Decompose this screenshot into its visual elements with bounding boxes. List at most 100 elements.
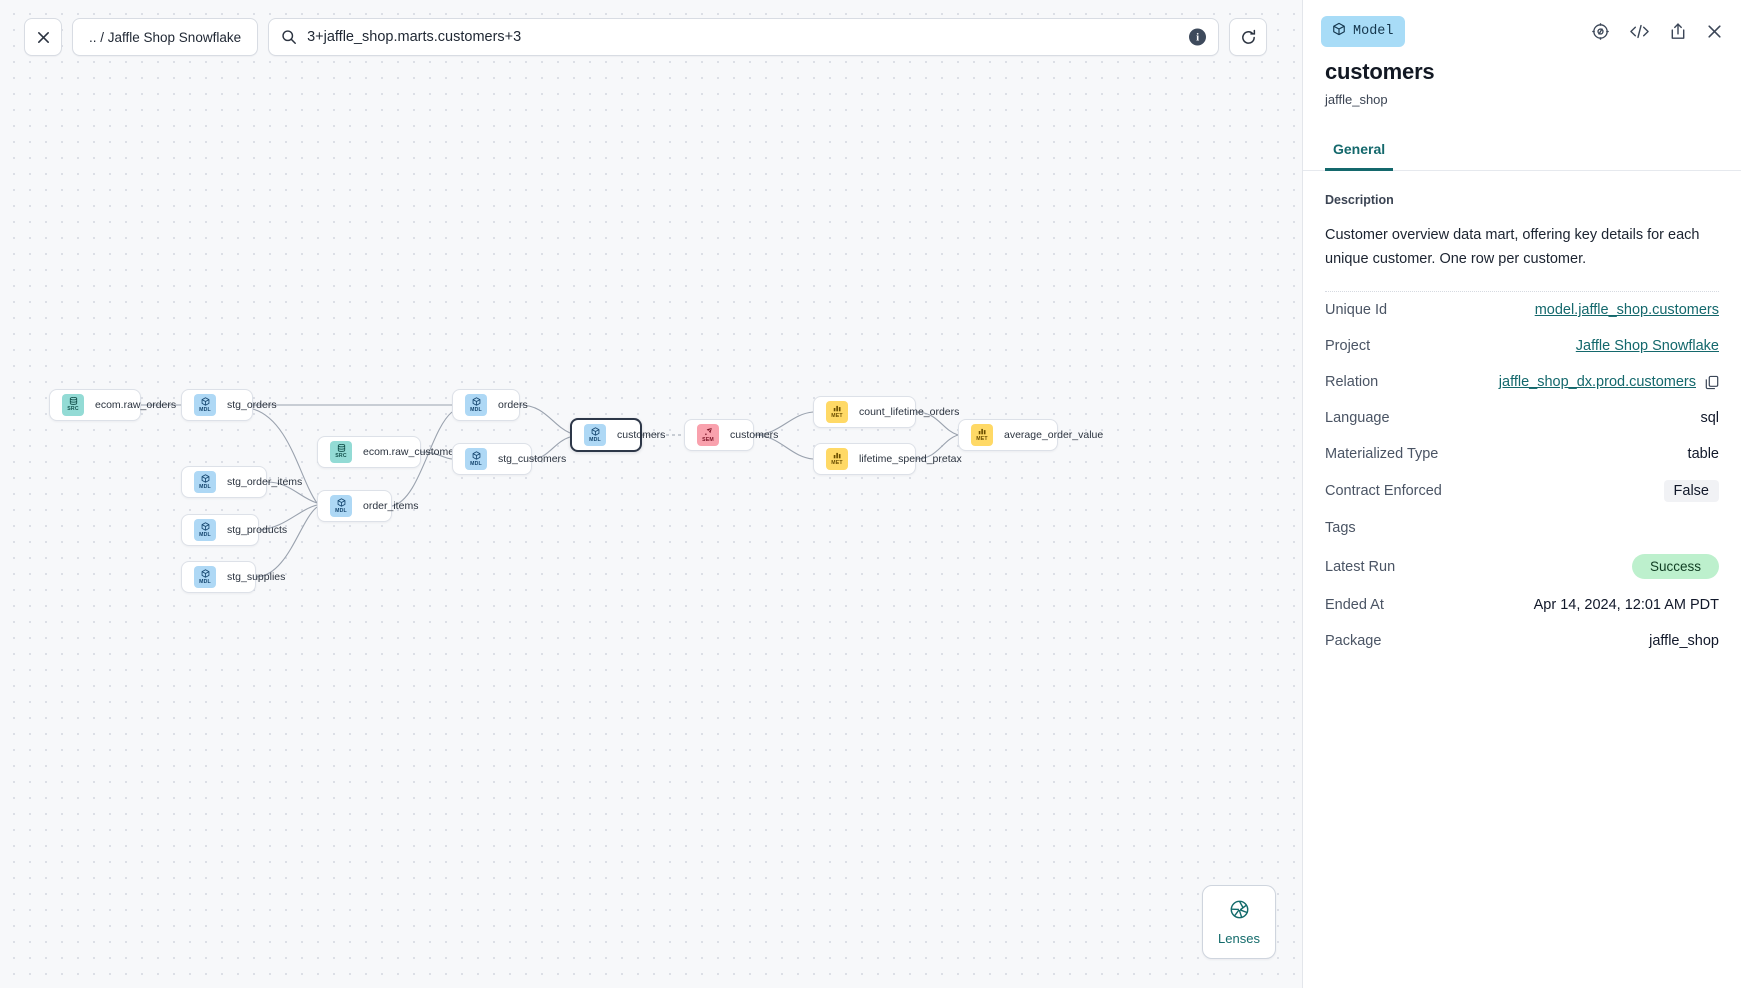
description-text: Customer overview data mart, offering ke… — [1325, 227, 1700, 267]
node-glyph — [201, 569, 210, 579]
property-value: table — [1687, 446, 1719, 462]
close-button[interactable] — [24, 18, 62, 56]
node-glyph — [337, 498, 346, 508]
property-value: Jaffle Shop Snowflake — [1576, 338, 1719, 354]
property-key: Language — [1325, 410, 1390, 426]
panel-action-icons — [1591, 22, 1723, 41]
graph-node-stg_supplies[interactable]: MDL stg_supplies — [181, 561, 285, 593]
refresh-button[interactable] — [1229, 18, 1268, 56]
graph-node-average_order_value[interactable]: MET average_order_value — [958, 419, 1103, 451]
node-type-abbr: SEM — [702, 436, 714, 443]
focus-target-icon[interactable] — [1591, 22, 1610, 41]
node-type-icon-mdl: MDL — [194, 519, 216, 541]
node-type-icon-mdl: MDL — [330, 495, 352, 517]
code-icon[interactable] — [1629, 22, 1650, 41]
lineage-toolbar: .. / Jaffle Shop Snowflake i — [24, 18, 1268, 56]
details-panel: Model — [1302, 0, 1741, 988]
property-row: Latest Run Success — [1325, 546, 1719, 587]
panel-title-block: customers jaffle_shop — [1303, 47, 1741, 107]
share-icon[interactable] — [1669, 22, 1687, 41]
node-type-abbr: MDL — [335, 507, 347, 514]
node-type-abbr: MDL — [199, 578, 211, 585]
graph-node-label: average_order_value — [1004, 429, 1104, 441]
copy-icon[interactable] — [1705, 375, 1719, 390]
graph-node-label: stg_orders — [227, 399, 277, 411]
property-key: Materialized Type — [1325, 446, 1439, 462]
property-link[interactable]: model.jaffle_shop.customers — [1534, 302, 1719, 318]
graph-node-label: count_lifetime_orders — [859, 406, 960, 418]
property-row: Tags — [1325, 510, 1719, 546]
property-chip: False — [1663, 480, 1719, 502]
graph-node-label: stg_products — [227, 524, 288, 536]
graph-node-orders[interactable]: MDL orders — [452, 389, 528, 421]
graph-node-customers_model[interactable]: MDL customers — [570, 418, 665, 452]
property-key: Tags — [1325, 520, 1356, 536]
graph-node-stg_products[interactable]: MDL stg_products — [181, 514, 287, 546]
property-row: Relation jaffle_shop_dx.prod.customers — [1325, 364, 1719, 400]
node-type-abbr: MDL — [589, 436, 601, 443]
tab-general[interactable]: General — [1325, 141, 1394, 171]
badge-label: Model — [1353, 24, 1394, 39]
graph-node-customers_semantic[interactable]: SEM customers — [684, 419, 778, 451]
property-value: model.jaffle_shop.customers — [1535, 302, 1719, 318]
property-value: Success — [1631, 554, 1719, 579]
node-type-abbr: MDL — [199, 531, 211, 538]
property-key: Contract Enforced — [1325, 483, 1442, 499]
close-panel-icon[interactable] — [1706, 23, 1723, 40]
page-title: customers — [1325, 59, 1435, 84]
search-input[interactable] — [307, 29, 1207, 45]
property-row: Materialized Type table — [1325, 436, 1719, 472]
node-type-abbr: MDL — [470, 406, 482, 413]
property-row: Unique Id model.jaffle_shop.customers — [1325, 292, 1719, 328]
graph-node-ecom_raw_customers[interactable]: SRC ecom.raw_customers — [317, 436, 463, 468]
property-value: False — [1663, 480, 1719, 502]
node-type-icon-met: MET — [971, 424, 993, 446]
node-glyph — [833, 404, 842, 413]
node-glyph — [704, 427, 713, 437]
graph-node-label: stg_order_items — [227, 476, 303, 488]
node-glyph — [201, 474, 210, 484]
property-key: Ended At — [1325, 597, 1384, 613]
lenses-button[interactable]: Lenses — [1202, 885, 1276, 959]
search-bar[interactable]: i — [268, 18, 1220, 56]
property-key: Unique Id — [1325, 302, 1388, 318]
node-type-icon-mdl: MDL — [465, 394, 487, 416]
breadcrumb[interactable]: .. / Jaffle Shop Snowflake — [72, 18, 259, 56]
property-key: Relation — [1325, 374, 1379, 390]
node-glyph — [472, 451, 481, 461]
description-label: Description — [1325, 193, 1394, 207]
info-icon[interactable]: i — [1189, 28, 1207, 46]
graph-node-label: stg_supplies — [227, 571, 286, 583]
graph-node-label: ecom.raw_orders — [95, 399, 177, 411]
graph-node-label: customers — [730, 429, 779, 441]
node-type-abbr: SRC — [335, 453, 347, 460]
property-key: Latest Run — [1325, 558, 1396, 575]
close-icon — [36, 30, 51, 45]
graph-node-label: orders — [498, 399, 528, 411]
node-glyph — [201, 397, 210, 407]
graph-node-label: stg_customers — [498, 453, 567, 465]
property-link[interactable]: Jaffle Shop Snowflake — [1575, 338, 1719, 354]
panel-header-bar: Model — [1303, 0, 1741, 47]
panel-tabs: General — [1303, 141, 1741, 171]
node-glyph — [591, 427, 600, 437]
search-icon — [281, 29, 297, 45]
property-link[interactable]: jaffle_shop_dx.prod.customers — [1498, 374, 1696, 390]
graph-node-label: customers — [617, 429, 666, 441]
page-subtitle: jaffle_shop — [1325, 92, 1388, 107]
graph-node-label: ecom.raw_customers — [363, 446, 463, 458]
lineage-canvas[interactable]: .. / Jaffle Shop Snowflake i — [0, 0, 1302, 988]
node-glyph — [833, 451, 842, 460]
node-type-abbr: MET — [976, 436, 988, 443]
